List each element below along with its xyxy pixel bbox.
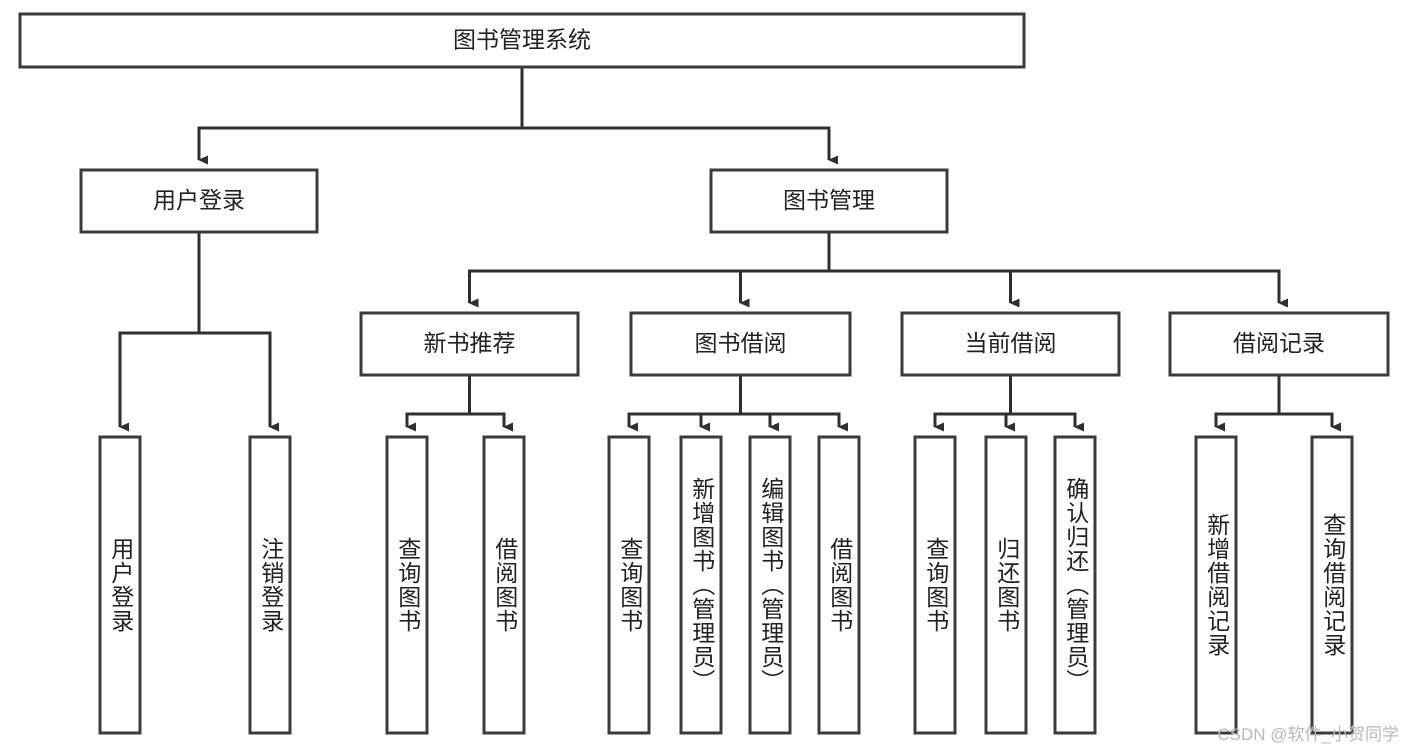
node-leaf-add-book-rect[interactable] <box>679 435 723 735</box>
edge-root-to-user-login <box>197 126 522 165</box>
node-leaf-logout-rect[interactable] <box>248 435 292 735</box>
node-leaf-add-book[interactable] <box>679 435 723 735</box>
node-leaf-query-book-2[interactable] <box>607 435 651 735</box>
node-leaf-user-login-rect[interactable] <box>98 435 142 735</box>
edge-borrow-record-to-leaf-add-record <box>1214 412 1279 432</box>
node-new-book-rec-label: 新书推荐 <box>424 330 516 356</box>
node-user-login[interactable]: 用户登录 <box>79 168 319 234</box>
edge-new-book-rec-to-leaf-query-book-1 <box>405 412 470 432</box>
node-book-manage-rect[interactable] <box>709 168 949 234</box>
node-current-borrow-rect[interactable] <box>900 311 1121 377</box>
node-root-rect[interactable] <box>18 12 1026 69</box>
edge-book-manage-to-book-borrow <box>739 269 829 308</box>
node-leaf-borrow-book-1[interactable] <box>482 435 526 735</box>
node-leaf-query-book-3[interactable] <box>913 435 957 735</box>
edge-borrow-record-to-leaf-query-record <box>1279 412 1341 432</box>
edge-current-borrow-to-leaf-return-book <box>1004 412 1015 432</box>
node-book-manage-label: 图书管理 <box>783 187 875 213</box>
node-leaf-query-book-1-rect[interactable] <box>385 435 429 735</box>
edge-book-borrow-to-leaf-query-book-2 <box>627 412 741 432</box>
node-leaf-borrow-book-2[interactable] <box>817 435 861 735</box>
edge-root-to-book-manage <box>522 126 838 165</box>
node-user-login-label: 用户登录 <box>153 187 245 213</box>
edge-book-manage-to-new-book-rec <box>468 269 829 308</box>
edge-book-borrow-to-leaf-edit-book <box>740 412 779 432</box>
node-leaf-add-record-rect[interactable] <box>1194 435 1238 735</box>
edge-current-borrow-to-leaf-query-book-3 <box>933 412 1011 432</box>
node-leaf-query-book-3-rect[interactable] <box>913 435 957 735</box>
node-leaf-query-book-2-rect[interactable] <box>607 435 651 735</box>
node-leaf-return-book-rect[interactable] <box>984 435 1028 735</box>
node-leaf-borrow-book-2-rect[interactable] <box>817 435 861 735</box>
node-leaf-confirm-return-rect[interactable] <box>1053 435 1097 735</box>
node-new-book-rec[interactable]: 新书推荐 <box>359 311 580 377</box>
node-borrow-record-label: 借阅记录 <box>1233 330 1325 356</box>
node-leaf-confirm-return[interactable] <box>1053 435 1097 735</box>
edge-book-borrow-to-leaf-add-book <box>699 412 741 432</box>
node-leaf-edit-book-rect[interactable] <box>748 435 792 735</box>
node-leaf-borrow-book-1-rect[interactable] <box>482 435 526 735</box>
node-leaf-add-record[interactable] <box>1194 435 1238 735</box>
edge-user-login-to-leaf-user-login <box>118 331 199 432</box>
node-leaf-logout[interactable] <box>248 435 292 735</box>
node-new-book-rec-rect[interactable] <box>359 311 580 377</box>
node-book-manage[interactable]: 图书管理 <box>709 168 949 234</box>
node-leaf-query-book-1[interactable] <box>385 435 429 735</box>
node-leaf-user-login[interactable] <box>98 435 142 735</box>
node-book-borrow[interactable]: 图书借阅 <box>629 311 852 377</box>
csdn-watermark: CSDN @软件_小贺同学 <box>1217 725 1399 744</box>
node-borrow-record[interactable]: 借阅记录 <box>1168 311 1390 377</box>
node-current-borrow[interactable]: 当前借阅 <box>900 311 1121 377</box>
node-leaf-edit-book[interactable] <box>748 435 792 735</box>
edge-book-manage-to-borrow-record <box>829 269 1288 308</box>
edges-layer <box>118 67 1341 432</box>
edge-book-manage-to-current-borrow <box>829 269 1020 308</box>
edge-new-book-rec-to-leaf-borrow-book-1 <box>469 412 513 432</box>
edge-user-login-to-leaf-logout <box>199 331 279 432</box>
edge-current-borrow-to-leaf-confirm-return <box>1010 412 1084 432</box>
node-book-borrow-label: 图书借阅 <box>695 330 787 356</box>
node-current-borrow-label: 当前借阅 <box>965 330 1057 356</box>
node-root[interactable]: 图书管理系统 <box>18 12 1026 69</box>
node-user-login-rect[interactable] <box>79 168 319 234</box>
node-book-borrow-rect[interactable] <box>629 311 852 377</box>
edge-book-borrow-to-leaf-borrow-book-2 <box>740 412 848 432</box>
node-leaf-query-record[interactable] <box>1310 435 1354 735</box>
node-leaf-query-record-rect[interactable] <box>1310 435 1354 735</box>
node-root-label: 图书管理系统 <box>453 27 591 53</box>
node-borrow-record-rect[interactable] <box>1168 311 1390 377</box>
node-leaf-return-book[interactable] <box>984 435 1028 735</box>
